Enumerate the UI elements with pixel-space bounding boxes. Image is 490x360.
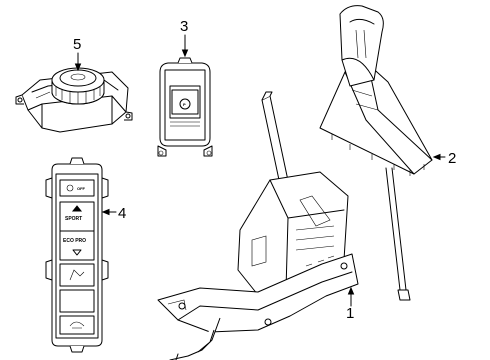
part-4-driving-mode-switch: OFF SPORT ECO PRO 4 [45, 157, 126, 353]
callout-4-label: 4 [118, 205, 126, 222]
callout-3-label: 3 [180, 18, 188, 35]
part-2-shift-knob-boot: 2 [319, 5, 456, 301]
eco-pro-label: ECO PRO [63, 238, 86, 244]
part-1-gear-selector: 1 [157, 91, 359, 360]
part-3-parking-brake-switch: P 3 [157, 18, 213, 157]
callout-2-label: 2 [448, 150, 456, 167]
svg-text:P: P [183, 102, 186, 107]
callout-1-label: 1 [346, 305, 354, 322]
callout-5-label: 5 [73, 36, 81, 53]
off-label: OFF [77, 186, 86, 191]
part-5-idrive-controller: 5 [15, 36, 133, 133]
sport-label: SPORT [65, 216, 82, 222]
